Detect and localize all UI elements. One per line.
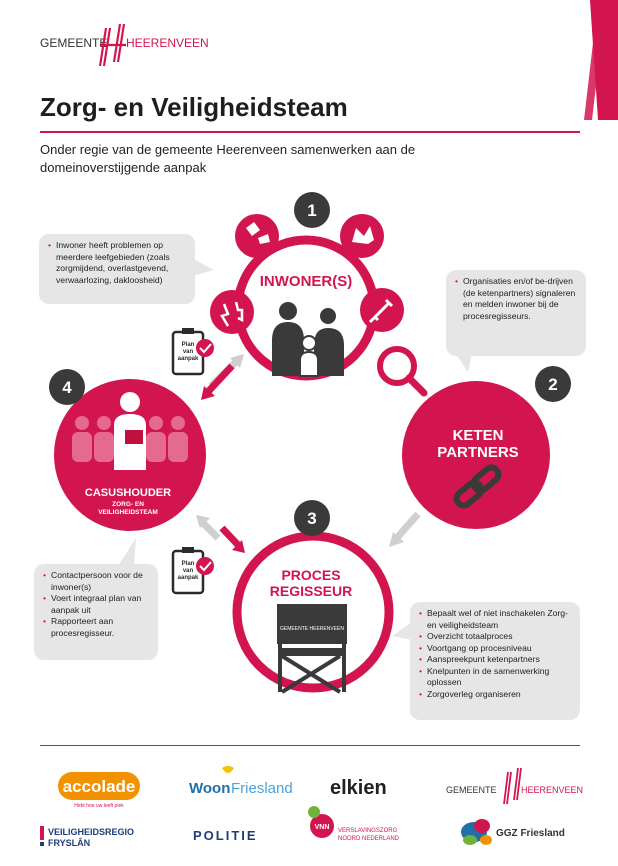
step-procesregisseur: 3 PROCES REGISSEUR GEMEENTE HEERENVEEN xyxy=(232,500,394,694)
proces-label-2: REGISSEUR xyxy=(270,583,352,599)
chain-icon xyxy=(453,464,502,509)
gemeente-footer-left: GEMEENTE xyxy=(446,785,497,795)
callout-inwoner-item: Inwoner heeft problemen op meerdere leef… xyxy=(48,240,187,286)
callout-casushouder-item: Voert integraal plan van aanpak uit xyxy=(43,593,150,616)
step-inwoner: 1 INWONER(S) xyxy=(210,192,404,381)
step-keten-partners: 2 KETEN PARTNERS xyxy=(377,346,571,529)
vnn-line-1: VERSLAVINGSZORG xyxy=(338,828,398,834)
keten-label-1: KETEN xyxy=(453,427,504,444)
callout-regisseur-item: Aanspreekpunt ketenpartners xyxy=(419,654,572,666)
gemeente-footer-right: HEERENVEEN xyxy=(521,785,583,795)
arrow-to-procesregisseur xyxy=(392,511,421,543)
vnn-logo-text: VNN xyxy=(315,824,330,831)
noise-icon xyxy=(210,290,254,334)
inwoner-label: INWONER(S) xyxy=(260,273,353,290)
accolade-tagline: Hebt hoe uw leeft plek xyxy=(74,803,124,809)
proces-label-1: PROCES xyxy=(281,567,340,583)
problem-icons xyxy=(210,214,404,334)
title-rule xyxy=(40,131,580,133)
plan-label-2b: van xyxy=(183,568,194,574)
woonfriesland-text-b: Friesland xyxy=(231,780,293,797)
callout-casushouder: Contactpersoon voor de inwoner(s) Voert … xyxy=(34,564,158,660)
vr-line-1: VEILIGHEIDSREGIO xyxy=(48,827,134,837)
accolade-logo-text: accolade xyxy=(63,777,136,796)
callout-casushouder-item: Rapporteert aan procesregisseur. xyxy=(43,616,150,639)
page-title: Zorg- en Veiligheidsteam xyxy=(40,92,348,122)
vnn-line-2: NOORD NEDERLAND xyxy=(338,836,400,842)
plan-label-1: Plan xyxy=(182,342,195,348)
step-casushouder: 4 CASUSHOUDER ZORG- EN VEILIGHEIDSTEAM xyxy=(49,369,206,531)
elkien-logo: elkien xyxy=(330,777,387,799)
step-2-number: 2 xyxy=(548,375,557,394)
step-2-badge xyxy=(535,366,571,402)
keten-partners-circle xyxy=(402,381,550,529)
plan-label-2: van xyxy=(183,349,194,355)
politie-logo: POLITIE xyxy=(193,828,258,843)
casushouder-label-2: ZORG- EN xyxy=(112,501,144,508)
gemeente-logo-right: HEERENVEEN xyxy=(126,36,209,50)
page-subtitle: Onder regie van de gemeente Heerenveen s… xyxy=(40,142,416,175)
woonfriesland-text-a: Woon xyxy=(189,780,230,797)
gemeente-emblem xyxy=(98,23,126,67)
step-1-number: 1 xyxy=(307,201,316,220)
callout-regisseur-item: Knelpunten in de samenwerking oplossen xyxy=(419,666,572,689)
family-icon xyxy=(272,302,344,377)
process-diagram: 1 INWONER(S) 2 KETEN PARTNERS xyxy=(49,192,571,694)
callout-regisseur-item: Bepaalt wel of niet inschakelen Zorg- en… xyxy=(419,608,572,631)
casushouder-label-1: CASUSHOUDER xyxy=(85,487,171,499)
chair-logo-text: GEMEENTE HEERENVEEN xyxy=(280,626,344,632)
arrow-to-casushouder xyxy=(202,363,235,398)
plan-label-1b: Plan xyxy=(182,561,195,567)
casushouder-label-3: VEILIGHEIDSTEAM xyxy=(98,509,158,516)
plan-clipboard-icon-2: Plan van aanpak xyxy=(171,547,214,595)
director-chair-icon: GEMEENTE HEERENVEEN xyxy=(277,604,347,694)
veiligheidsregio-logo: VEILIGHEIDSREGIO FRYSLÂN xyxy=(40,826,134,848)
gemeente-logo-left: GEMEENTE xyxy=(40,36,107,50)
woonfriesland-logo: Woon Friesland xyxy=(189,766,293,797)
callout-inwoner: Inwoner heeft problemen op meerdere leef… xyxy=(39,234,195,304)
callout-tail-regisseur xyxy=(392,622,412,640)
footer-rule xyxy=(40,745,580,746)
ggz-text: GGZ Friesland xyxy=(496,828,565,839)
callout-tail-keten xyxy=(456,354,472,372)
callout-tail-casushouder xyxy=(118,538,136,566)
team-people-icon xyxy=(72,392,188,470)
vnn-logo: VNN VERSLAVINGSZORG NOORD NEDERLAND xyxy=(308,806,400,842)
plan-label-3b: aanpak xyxy=(178,575,199,581)
step-3-badge xyxy=(294,500,330,536)
step-4-badge xyxy=(49,369,85,405)
keten-label-2: PARTNERS xyxy=(437,444,518,461)
corner-decoration xyxy=(584,0,618,120)
arrow-to-regisseur xyxy=(219,525,243,550)
magnifier-icon xyxy=(377,346,428,397)
callout-regisseur-item: Zorgoverleg organiseren xyxy=(419,689,572,701)
plan-clipboard-icon: Plan van aanpak xyxy=(171,328,214,376)
callout-keten-item: Organisaties en/of be-drijven (de ketenp… xyxy=(455,276,578,322)
callout-regisseur: Bepaalt wel of niet inschakelen Zorg- en… xyxy=(410,602,580,720)
step-1-badge xyxy=(294,192,330,228)
plan-label-3: aanpak xyxy=(178,356,199,362)
flow-arrows xyxy=(196,354,421,553)
ggz-logo: GGZ Friesland xyxy=(461,819,565,845)
callout-regisseur-item: Overzicht totaalproces xyxy=(419,631,572,643)
vr-line-2: FRYSLÂN xyxy=(48,837,90,848)
callout-regisseur-item: Voortgang op procesniveau xyxy=(419,643,572,655)
gemeente-logo: GEMEENTE HEERENVEEN xyxy=(40,18,210,68)
food-waste-icon xyxy=(235,214,279,258)
callout-tail-inwoner xyxy=(192,258,214,276)
callout-casushouder-item: Contactpersoon voor de inwoner(s) xyxy=(43,570,150,593)
gemeente-footer-logo: GEMEENTE HEERENVEEN xyxy=(446,767,583,805)
partner-logos: accolade Hebt hoe uw leeft plek Woon Fri… xyxy=(40,766,583,848)
step-3-number: 3 xyxy=(307,509,316,528)
step-4-number: 4 xyxy=(62,378,72,397)
accolade-logo: accolade Hebt hoe uw leeft plek xyxy=(58,772,140,809)
callout-keten: Organisaties en/of be-drijven (de ketenp… xyxy=(446,270,586,356)
